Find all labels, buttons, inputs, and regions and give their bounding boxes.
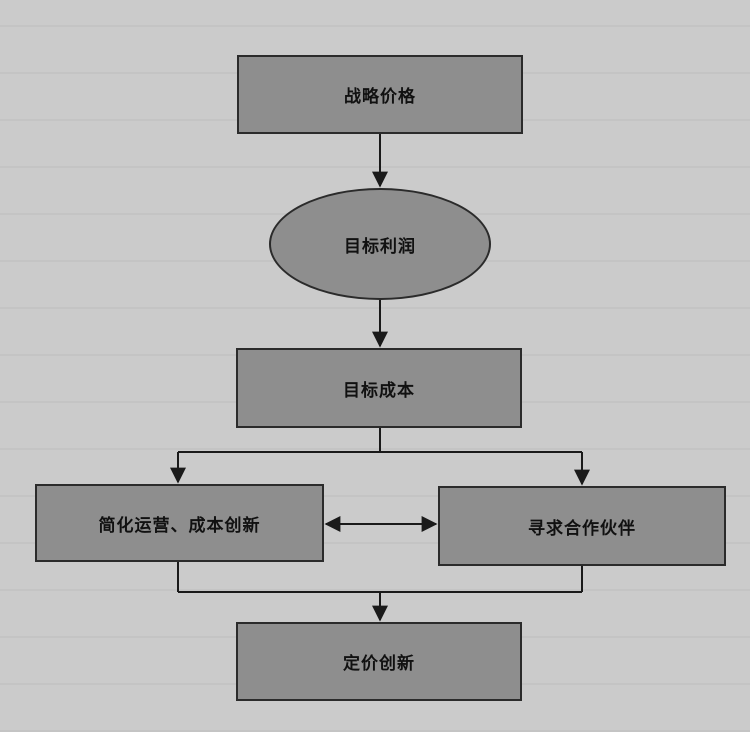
node-label: 简化运营、成本创新 (98, 515, 261, 536)
node-label: 定价创新 (343, 654, 415, 674)
node-simplify-ops: 简化运营、成本创新 (35, 484, 324, 562)
node-seek-partners: 寻求合作伙伴 (438, 486, 726, 566)
node-pricing-innovation: 定价创新 (236, 622, 522, 701)
node-label: 目标成本 (343, 380, 415, 401)
node-label: 目标利润 (344, 236, 416, 257)
node-target-cost: 目标成本 (236, 348, 522, 428)
node-strategic-price: 战略价格 (237, 55, 523, 134)
node-label: 战略价格 (344, 87, 416, 107)
node-target-profit: 目标利润 (269, 188, 491, 300)
node-label: 寻求合作伙伴 (528, 518, 636, 539)
